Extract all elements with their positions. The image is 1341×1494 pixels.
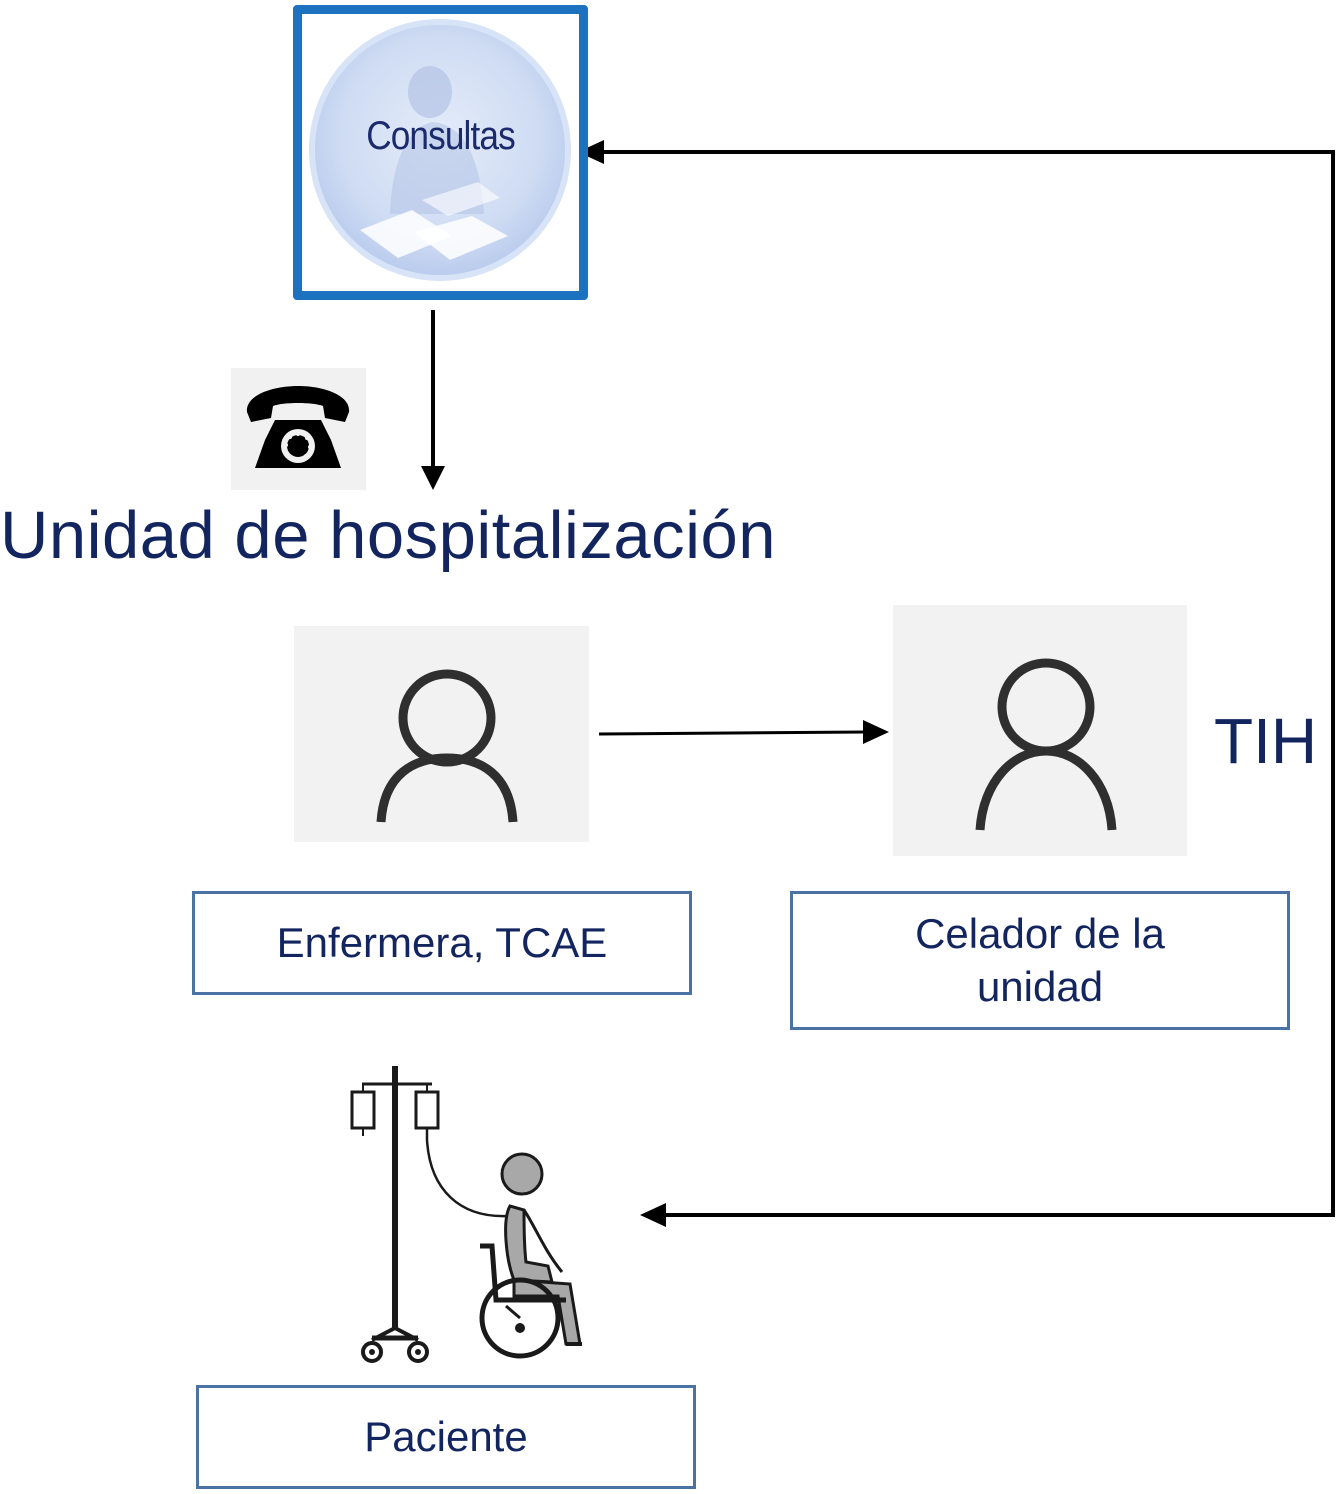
orderly-avatar xyxy=(893,605,1187,856)
patient-role-label: Paciente xyxy=(364,1412,528,1460)
orderly-role-label: Celador de la unidad xyxy=(915,910,1165,1010)
person-icon xyxy=(376,669,518,823)
consultas-label: Consultas xyxy=(366,114,515,158)
arrow-nurse-to-orderly xyxy=(598,720,889,744)
orderly-role-box[interactable]: Celador de la unidad xyxy=(790,891,1290,1030)
tih-label: TIH xyxy=(1214,705,1318,777)
patient-in-wheelchair-with-iv-icon xyxy=(350,1066,582,1363)
nurse-role-label: Enfermera, TCAE xyxy=(276,918,608,966)
arrow-consultas-to-unit xyxy=(421,310,445,490)
patient-role-box[interactable]: Paciente xyxy=(196,1385,696,1489)
person-icon xyxy=(975,658,1117,831)
consultas-box[interactable]: Consultas xyxy=(293,5,588,300)
doctor-at-desk-icon xyxy=(309,19,571,281)
arrow-tih-loop xyxy=(578,140,1335,1227)
phone-box xyxy=(231,368,366,490)
nurse-avatar xyxy=(294,626,589,842)
nurse-role-box[interactable]: Enfermera, TCAE xyxy=(192,891,692,995)
unit-title: Unidad de hospitalización xyxy=(0,498,777,573)
telephone-icon xyxy=(246,386,350,468)
